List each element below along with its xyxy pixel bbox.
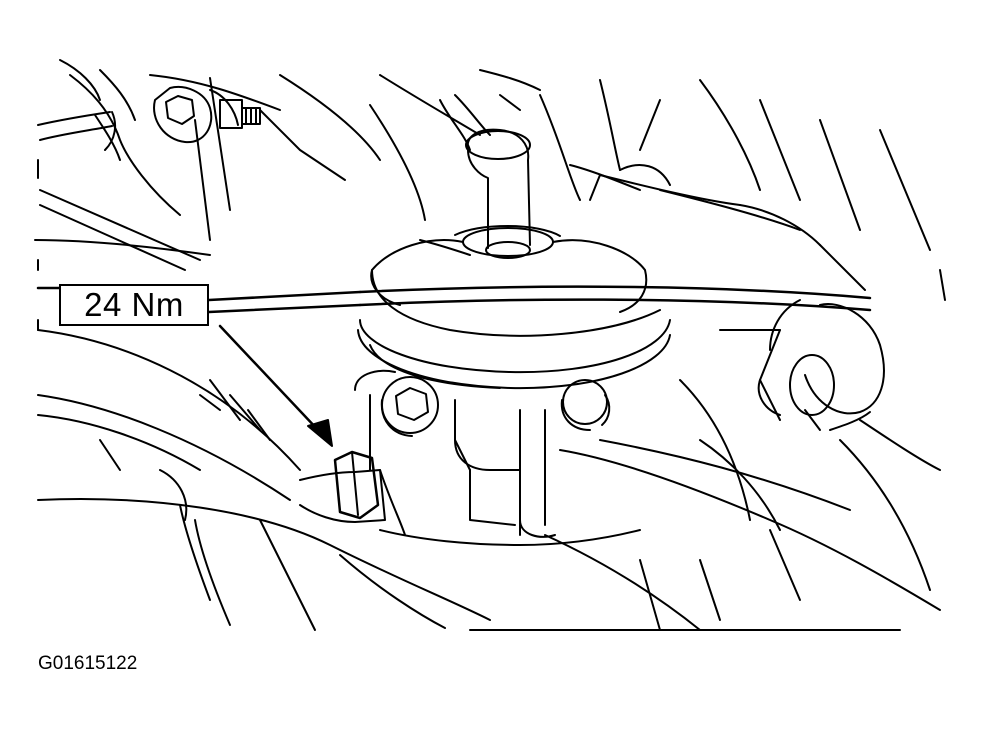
- fuel-line-fitting-right: [719, 299, 885, 431]
- regulator-bolt-left-icon: [380, 376, 439, 437]
- frame-fragments: [37, 159, 901, 631]
- vacuum-hose: [439, 94, 531, 249]
- intake-duct-lines: [37, 329, 641, 631]
- engine-background-lines: [34, 69, 946, 301]
- pressure-regulator: [357, 225, 671, 390]
- figure-identifier: G01615122: [38, 653, 138, 674]
- wiring-harness: [37, 59, 181, 216]
- torque-value: 24 Nm: [84, 286, 184, 323]
- stud-nut-icon: [219, 99, 261, 129]
- regulator-bolt-right-icon: [560, 379, 611, 431]
- torque-specification-label: 24 Nm: [59, 284, 209, 326]
- torque-arrow-icon: [307, 419, 333, 447]
- torque-leader-lines: [36, 285, 872, 432]
- engine-lower-right-lines: [544, 379, 941, 631]
- regulator-housing: [354, 370, 556, 538]
- upper-bolt-icon: [153, 86, 239, 144]
- fuel-line-nut-icon: [299, 450, 386, 523]
